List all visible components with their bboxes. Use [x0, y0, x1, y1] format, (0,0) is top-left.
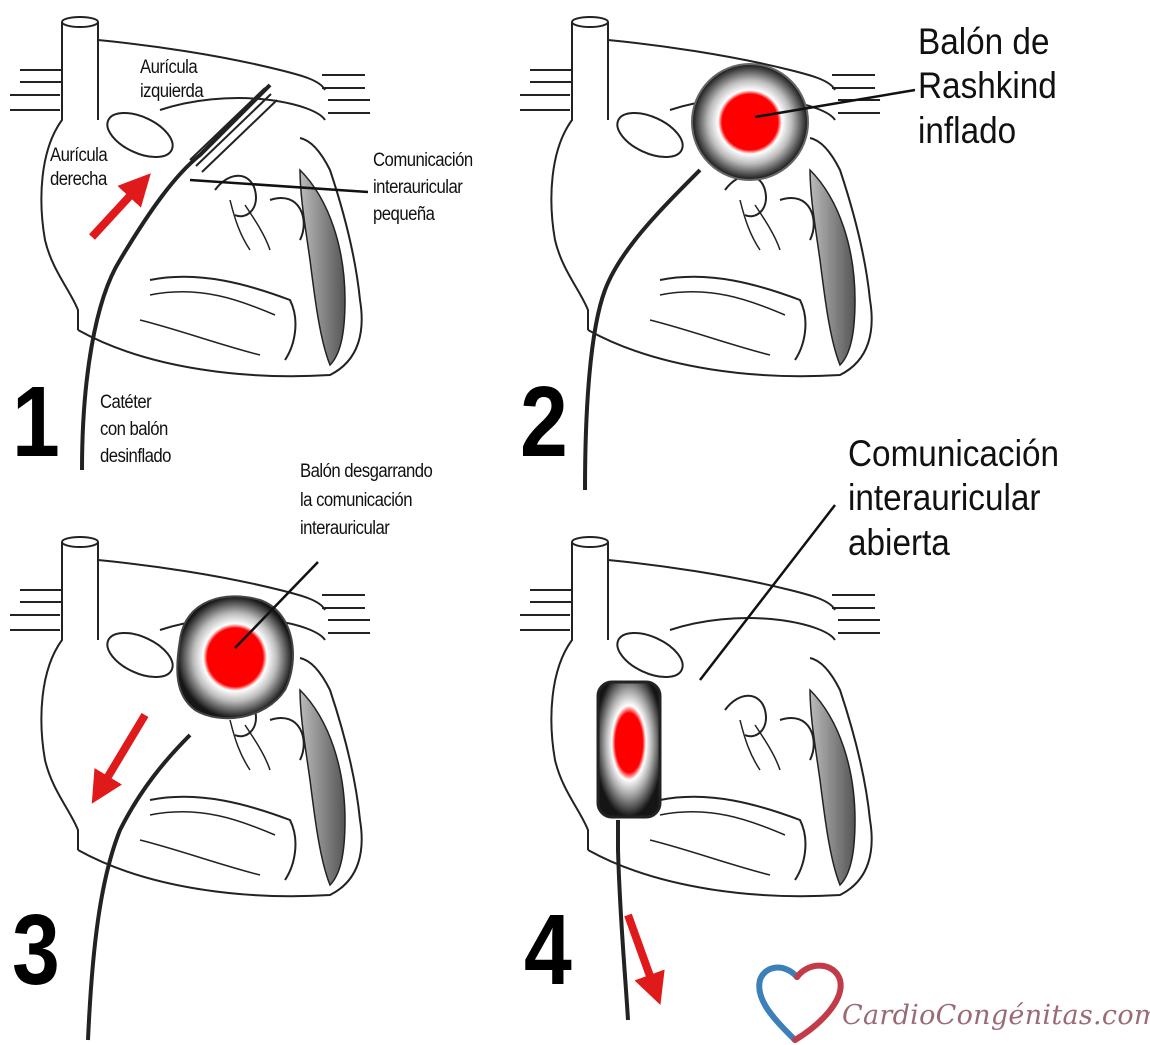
step-number-1: 1 [12, 372, 60, 472]
rashkind-balloon-inflated [692, 64, 808, 180]
tearing-balloon [177, 596, 293, 718]
red-arrow-down-icon [628, 915, 655, 990]
label-right-atrium: Aurícula derecha [50, 144, 107, 192]
step-number-3: 3 [12, 900, 60, 1000]
balloon-withdrawn [598, 682, 660, 817]
label-tearing-balloon: Balón desgarrando la comunicación intera… [300, 458, 432, 544]
logo-text: CardioCongénitas.com.ar [842, 1000, 1150, 1031]
heart-logo-icon [759, 966, 840, 1040]
label-catheter: Catéter con balón desinflado [100, 390, 171, 471]
red-arrow-up-icon [92, 185, 140, 237]
panel-2-heart [520, 17, 915, 490]
label-open-asd: Comunicación interauricular abierta [848, 432, 1059, 565]
pointer-line-small-asd [190, 180, 368, 192]
red-arrow-down-left-icon [100, 715, 145, 790]
panel-4-heart [520, 505, 880, 1020]
label-rashkind-balloon: Balón de Rashkind inflado [918, 20, 1057, 153]
step-number-2: 2 [520, 372, 568, 472]
step-number-4: 4 [524, 900, 572, 1000]
panel-3-heart [10, 537, 370, 1040]
pointer-line-open-asd [700, 505, 835, 680]
catheter-panel-2 [585, 170, 700, 490]
label-left-atrium: Aurícula izquierda [140, 56, 203, 104]
label-small-asd: Comunicación interauricular pequeña [373, 148, 473, 229]
